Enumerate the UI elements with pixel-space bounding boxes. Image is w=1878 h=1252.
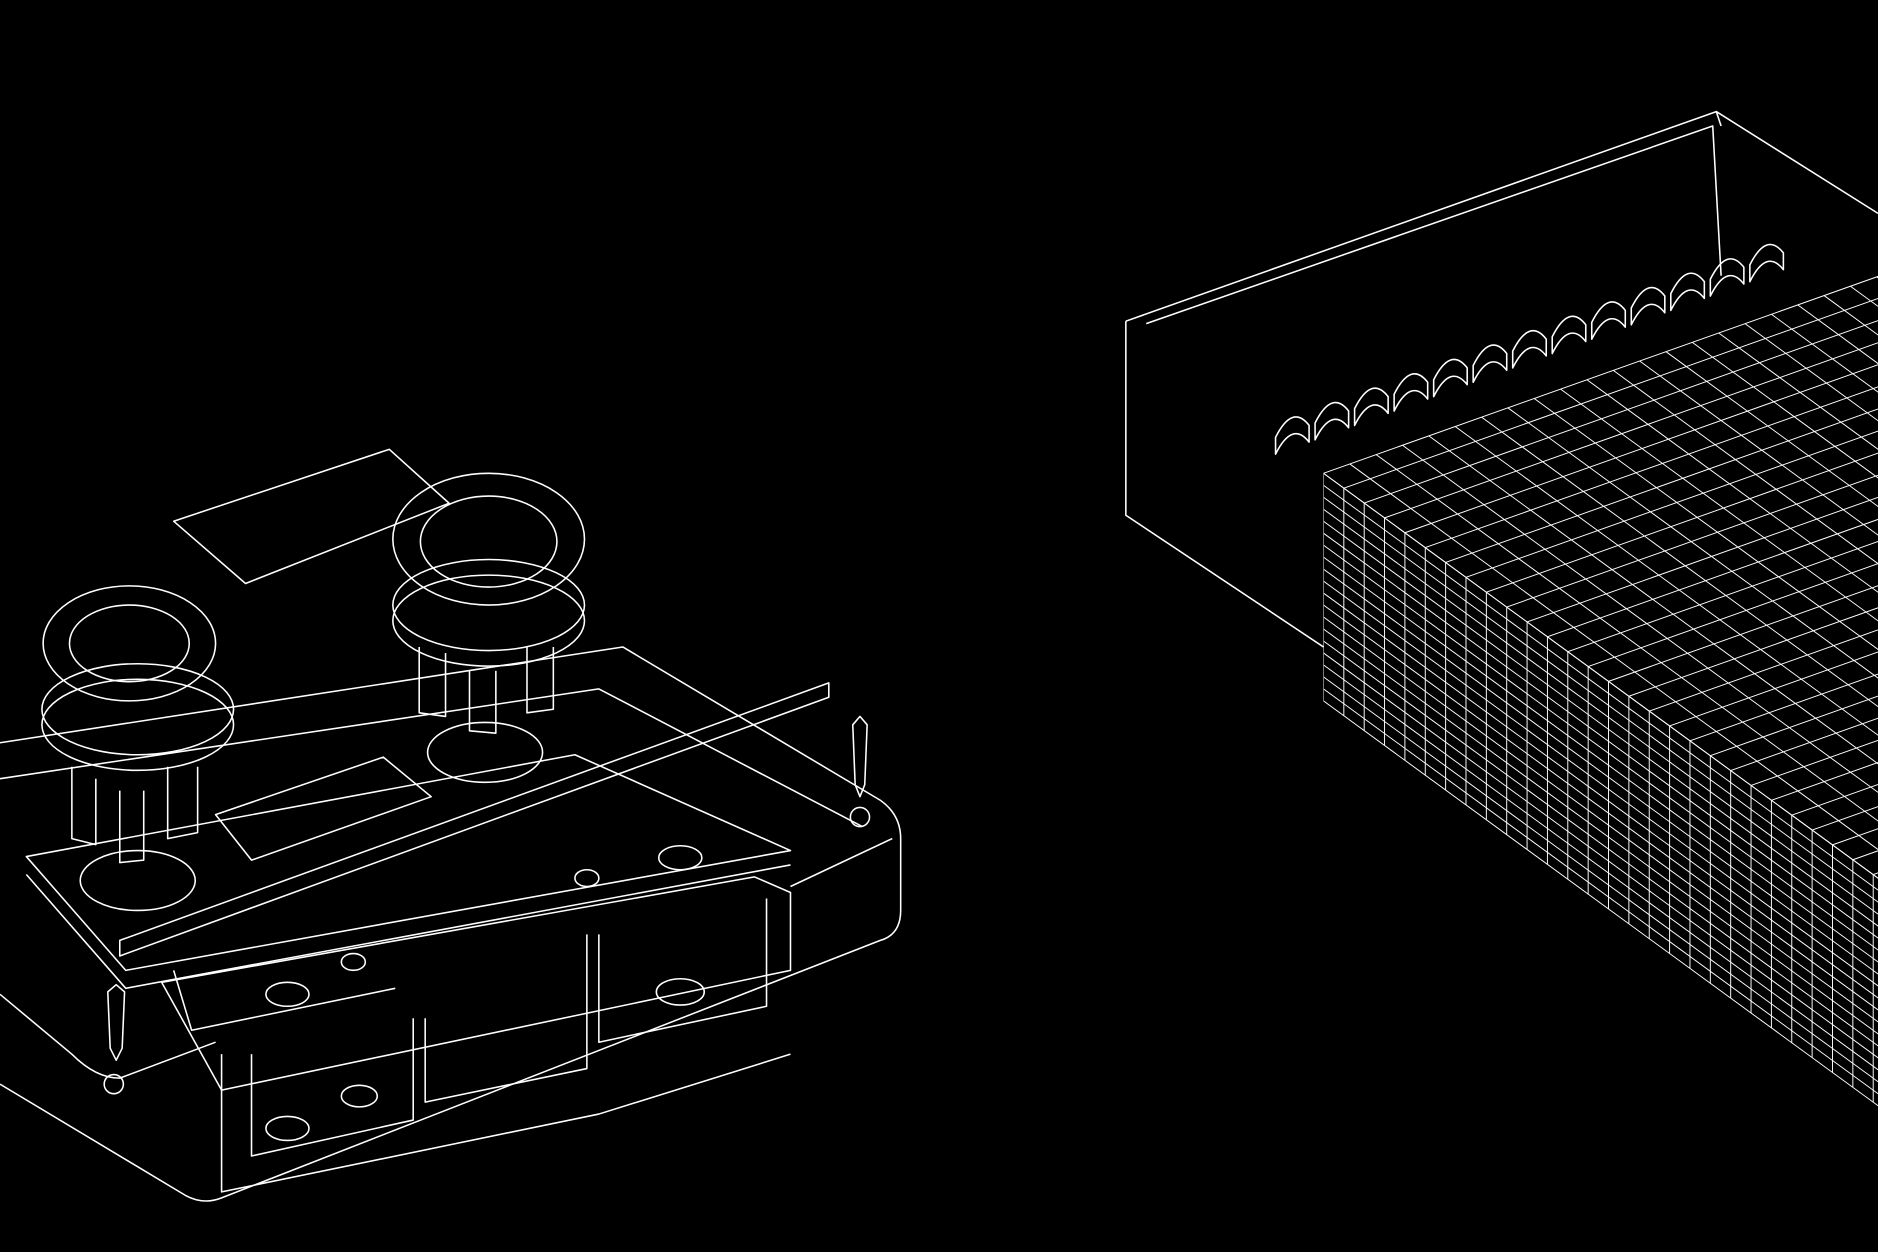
bumps-row (1274, 243, 1785, 455)
spool-left (41, 585, 235, 912)
bump (1551, 315, 1587, 355)
grid-line (1560, 388, 1878, 622)
grid-line (1349, 463, 1878, 851)
slice-line (1323, 652, 1878, 1059)
grid-line (1628, 607, 1878, 697)
bump (1472, 344, 1508, 384)
grid-line (1547, 518, 1878, 638)
grid-line (1428, 435, 1878, 765)
bump (1353, 387, 1389, 427)
grid-line (1465, 430, 1878, 578)
slice-line (1323, 484, 1878, 891)
box-outline (1125, 110, 1878, 648)
grid-line (1481, 416, 1878, 708)
slice-line (1323, 496, 1878, 903)
slice-line (1323, 628, 1878, 1035)
grid-line (1649, 629, 1878, 712)
bump (1749, 243, 1785, 283)
grid-line (1526, 496, 1878, 623)
slice-line (1323, 532, 1878, 939)
grid-line (1692, 341, 1878, 479)
slice-line (1323, 472, 1878, 879)
grid-line (1744, 323, 1878, 422)
slice-line (1323, 604, 1878, 1011)
slice-line (1323, 556, 1878, 963)
grid-line (1771, 761, 1878, 801)
grid-line (1608, 585, 1878, 682)
base-housing (0, 646, 902, 1202)
slice-line (1323, 520, 1878, 927)
grid-line (1323, 275, 1878, 474)
grid-line (1710, 695, 1878, 757)
grid-line (1445, 408, 1878, 563)
grid-line (1533, 398, 1878, 650)
slice-line (1323, 616, 1878, 1023)
exploded-device-drawing (0, 448, 902, 1202)
grid-line (1375, 454, 1878, 822)
grid-line (1506, 474, 1878, 608)
grid-line (1587, 563, 1878, 667)
bump (1314, 401, 1350, 441)
slice-line (1323, 580, 1878, 987)
bump (1432, 358, 1468, 398)
slice-line (1323, 676, 1878, 1083)
slice-line (1323, 592, 1878, 999)
grid-line (1665, 351, 1878, 508)
grid-line (1343, 298, 1878, 489)
grid-line (1404, 364, 1878, 534)
slice-line (1323, 664, 1878, 1071)
spool-right (392, 472, 586, 784)
grid-line (1486, 452, 1878, 593)
slice-line (1323, 640, 1878, 1047)
bump (1590, 301, 1627, 340)
grid-line (1425, 386, 1878, 549)
slice-line (1323, 568, 1878, 975)
grid-line (1507, 407, 1878, 679)
top-strip (118, 448, 830, 957)
slice-line (1323, 700, 1878, 1107)
grid-line (1613, 370, 1878, 565)
grid-box-drawing (1125, 110, 1878, 1107)
grid-line (1730, 717, 1878, 772)
grid-line (1364, 320, 1878, 504)
slice-line (1323, 688, 1878, 1095)
grid-line (1639, 360, 1878, 536)
grid-line (1669, 651, 1878, 727)
lower-frame (160, 876, 792, 1193)
grid-line (1384, 342, 1878, 519)
slice-line (1323, 544, 1878, 951)
bump (1670, 272, 1706, 312)
bump (1511, 329, 1548, 369)
bump (1630, 286, 1666, 326)
slice-line (1323, 508, 1878, 915)
grid-line (1454, 426, 1878, 736)
grid-block (1323, 275, 1878, 1107)
grid-line (1567, 541, 1878, 653)
circuit-board (25, 753, 792, 990)
grid-line (1718, 332, 1878, 450)
grid-line (1750, 739, 1878, 786)
bump (1709, 258, 1745, 297)
grid-line (1402, 444, 1878, 793)
grid-line (1586, 379, 1878, 593)
bump (1274, 416, 1310, 455)
grid-line (1689, 673, 1878, 742)
screws (107, 715, 868, 1061)
bump (1393, 373, 1429, 412)
